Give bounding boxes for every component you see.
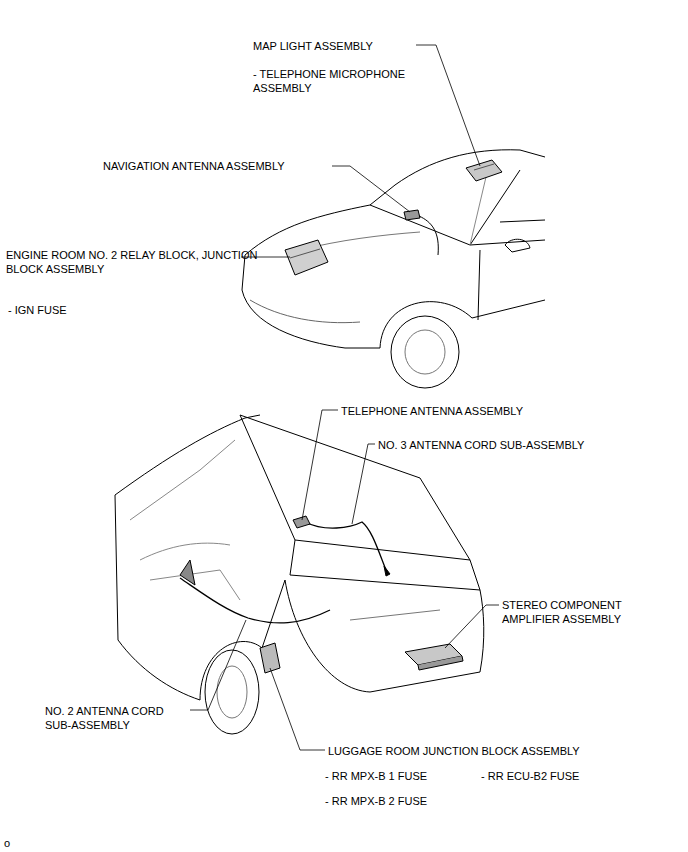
leader-lines <box>190 45 499 750</box>
part-label: - TELEPHONE MICROPHONE ASSEMBLY <box>253 67 428 95</box>
part-label: NO. 3 ANTENNA CORD SUB-ASSEMBLY <box>378 438 584 452</box>
part-label: - RR MPX-B 2 FUSE <box>325 794 427 808</box>
part-label: - RR ECU-B2 FUSE <box>481 769 579 783</box>
part-label: - RR MPX-B 1 FUSE <box>325 769 427 783</box>
front-car <box>242 150 545 388</box>
part-label: TELEPHONE ANTENNA ASSEMBLY <box>341 404 523 418</box>
part-label: o <box>4 836 10 850</box>
part-label: NAVIGATION ANTENNA ASSEMBLY <box>103 159 285 173</box>
part-label: ENGINE ROOM NO. 2 RELAY BLOCK, JUNCTION … <box>6 248 258 276</box>
part-label: - IGN FUSE <box>8 303 67 317</box>
part-label: NO. 2 ANTENNA CORD SUB-ASSEMBLY <box>45 704 187 732</box>
part-label: LUGGAGE ROOM JUNCTION BLOCK ASSEMBLY <box>328 744 580 758</box>
rear-car <box>115 415 484 734</box>
part-label: STEREO COMPONENT AMPLIFIER ASSEMBLY <box>502 598 652 626</box>
part-label: MAP LIGHT ASSEMBLY <box>253 39 373 53</box>
